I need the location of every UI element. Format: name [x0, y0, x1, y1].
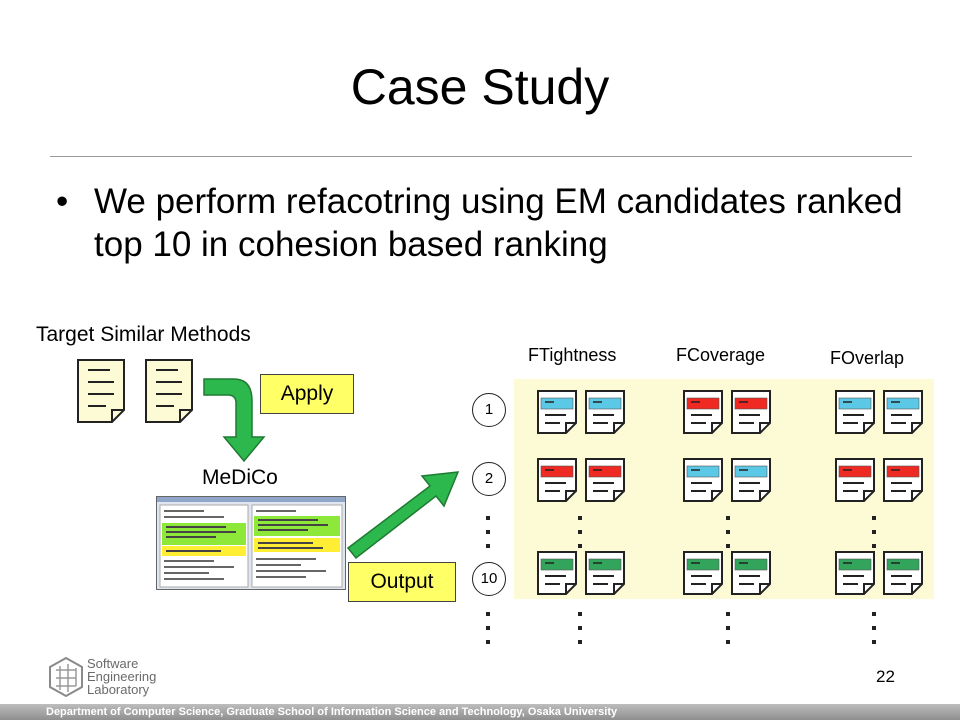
- ellipsis-dot: [486, 530, 490, 534]
- ellipsis-dot: [872, 530, 876, 534]
- column-label-foverlap: FOverlap: [830, 348, 905, 368]
- document-icon: [77, 359, 125, 423]
- footer-bar: Department of Computer Science, Graduate…: [0, 704, 960, 720]
- ellipsis-dot: [726, 516, 730, 520]
- ellipsis-dot: [578, 530, 582, 534]
- ellipsis-dot: [486, 640, 490, 644]
- method-document-icon: [731, 390, 771, 434]
- medico-screenshot: [156, 496, 346, 590]
- method-document-icon: [731, 458, 771, 502]
- target-methods-documents: [77, 359, 193, 423]
- ellipsis-dot: [726, 544, 730, 548]
- ellipsis-dot: [872, 626, 876, 630]
- output-label: Output: [348, 562, 456, 602]
- ellipsis-dot: [872, 612, 876, 616]
- method-document-icon: [585, 551, 625, 595]
- ellipsis-dot: [578, 516, 582, 520]
- method-document-icon: [835, 551, 875, 595]
- output-arrow: [346, 471, 460, 560]
- logo-line: Laboratory: [87, 682, 150, 697]
- column-label-ftightness: FTightness: [528, 345, 617, 365]
- ellipsis-dot: [726, 626, 730, 630]
- bullet-marker: •: [56, 182, 69, 221]
- method-document-icon: [883, 390, 923, 434]
- method-document-icon: [683, 390, 723, 434]
- rank-circle-1: 1: [472, 393, 506, 427]
- method-document-icon: [537, 390, 577, 434]
- document-icon: [145, 359, 193, 423]
- method-document-icon: [585, 390, 625, 434]
- logo-line: Software: [87, 656, 139, 671]
- ellipsis-dot: [578, 626, 582, 630]
- ellipsis-dot: [726, 640, 730, 644]
- ellipsis-dot: [486, 544, 490, 548]
- method-document-icon: [585, 458, 625, 502]
- rank-circle-10: 10: [472, 562, 506, 596]
- method-document-icon: [683, 458, 723, 502]
- apply-label: Apply: [260, 374, 354, 414]
- ellipsis-dot: [486, 626, 490, 630]
- slide-title: Case Study: [350, 59, 610, 115]
- title-divider: [50, 156, 912, 157]
- ellipsis-dot: [578, 544, 582, 548]
- method-document-icon: [835, 390, 875, 434]
- ellipsis-dot: [872, 640, 876, 644]
- ellipsis-dot: [486, 516, 490, 520]
- method-document-icon: [537, 458, 577, 502]
- bullet-text: We perform refacotring using EM candidat…: [94, 182, 903, 264]
- ellipsis-dot: [726, 530, 730, 534]
- lab-logo-icon: [49, 656, 83, 698]
- ellipsis-dot: [872, 516, 876, 520]
- target-similar-methods-label: Target Similar Methods: [36, 323, 251, 346]
- page-number: 22: [876, 667, 895, 686]
- method-document-icon: [537, 551, 577, 595]
- apply-arrow: [203, 378, 266, 463]
- method-document-icon: [883, 458, 923, 502]
- method-document-icon: [883, 551, 923, 595]
- lab-logo: Software Engineering Laboratory: [87, 657, 156, 696]
- rank-circle-2: 2: [472, 462, 506, 496]
- logo-line: Engineering: [87, 669, 157, 684]
- ellipsis-dot: [872, 544, 876, 548]
- ellipsis-dot: [578, 640, 582, 644]
- column-label-fcoverage: FCoverage: [676, 345, 766, 365]
- method-document-icon: [835, 458, 875, 502]
- medico-label: MeDiCo: [202, 466, 278, 489]
- method-document-icon: [683, 551, 723, 595]
- ellipsis-dot: [486, 612, 490, 616]
- ellipsis-dot: [726, 612, 730, 616]
- method-document-icon: [731, 551, 771, 595]
- ellipsis-dot: [578, 612, 582, 616]
